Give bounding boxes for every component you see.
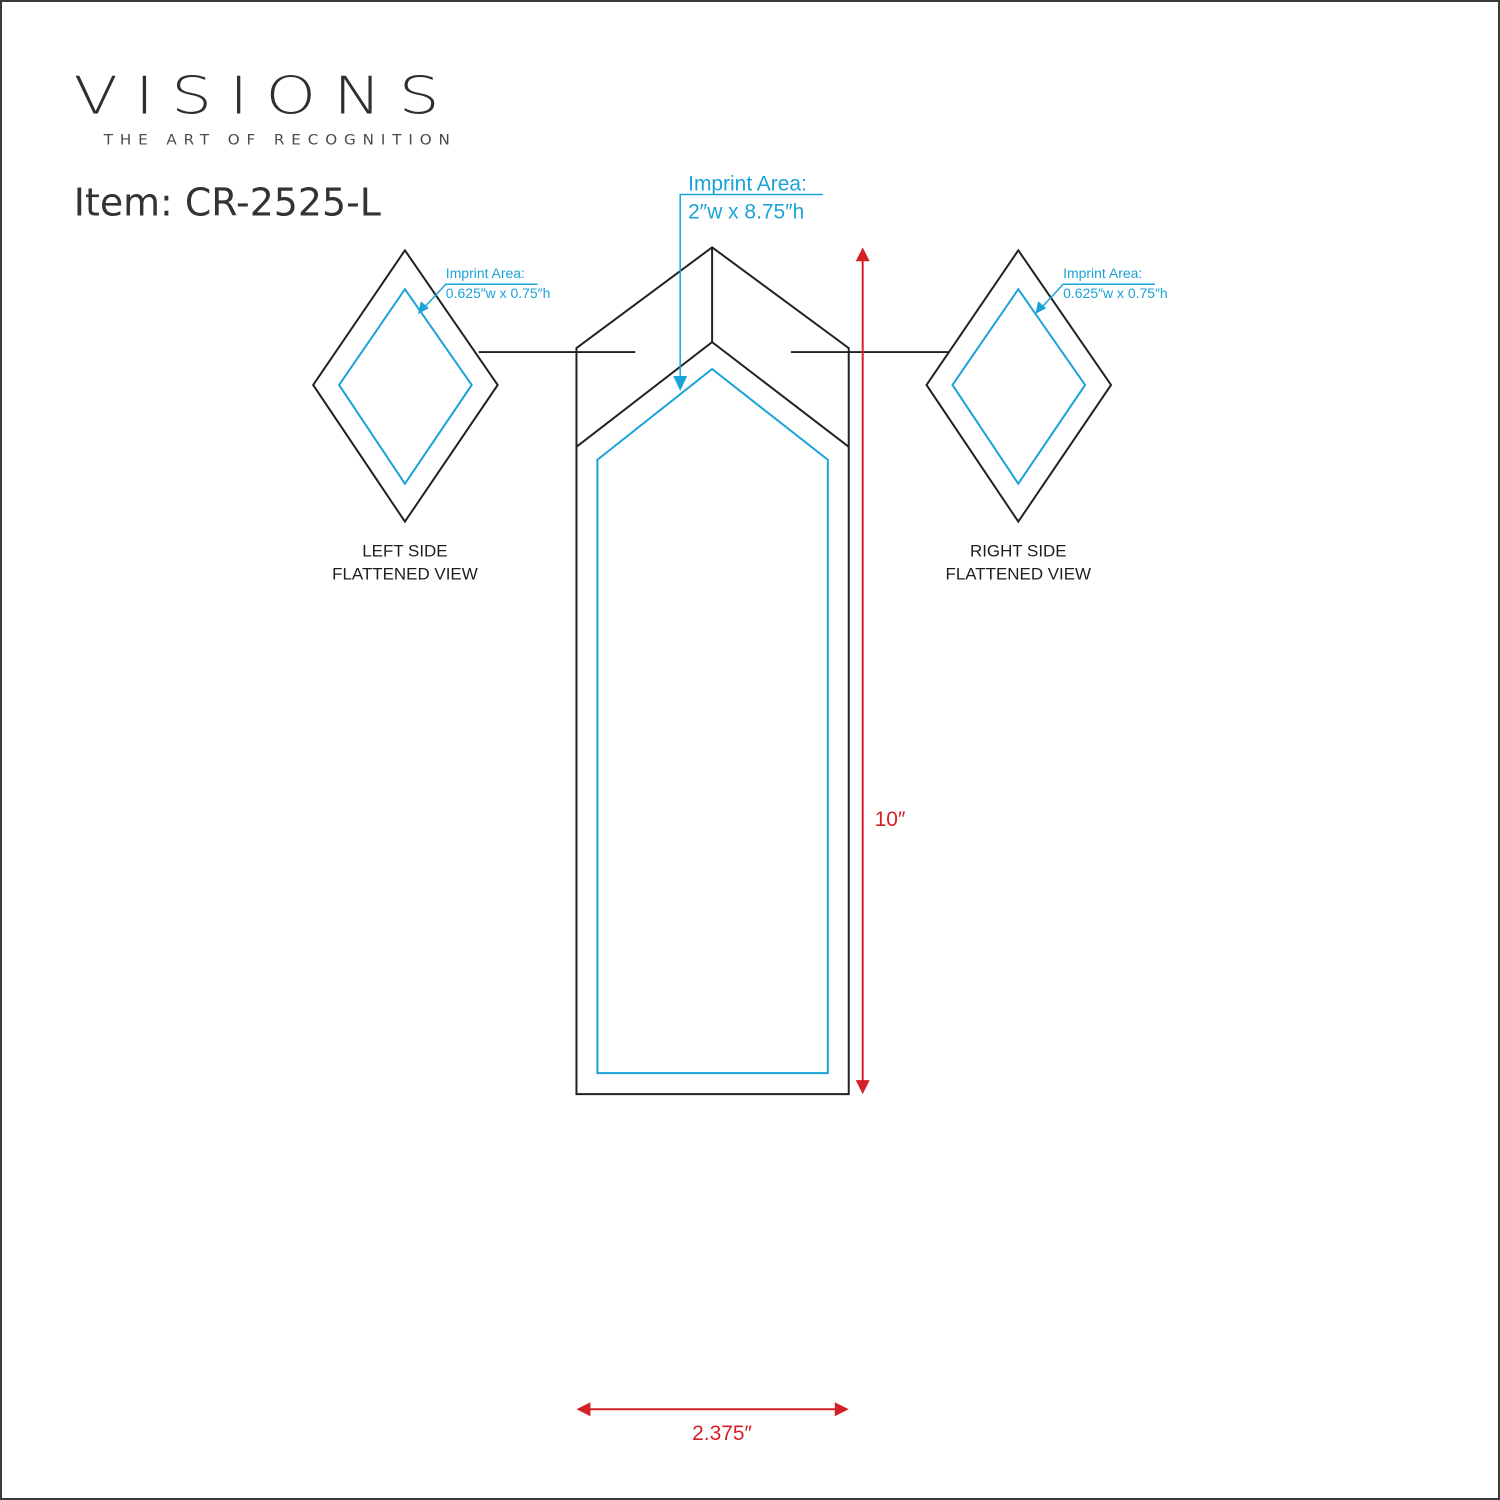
- height-arrow-bottom: [855, 1080, 870, 1095]
- front-imprint-title: Imprint Area:: [688, 172, 807, 195]
- front-imprint-size: 2″w x 8.75″h: [688, 200, 804, 223]
- left-side-imprint-area: [337, 287, 473, 486]
- front-bevel-edge: [575, 340, 850, 448]
- left-side-leader: [421, 283, 538, 311]
- front-view: Imprint Area: 2″w x 8.75″h: [575, 172, 850, 1096]
- right-side-view-label: RIGHT SIDE: [970, 542, 1067, 561]
- front-leader: [679, 193, 823, 381]
- front-imprint-area: [596, 367, 829, 1075]
- left-side-view: Imprint Area: 0.625″w x 0.75″h LEFT SIDE…: [311, 248, 551, 583]
- right-side-view: Imprint Area: 0.625″w x 0.75″h RIGHT SID…: [925, 248, 1168, 583]
- brand-logo: VISIONS: [74, 67, 457, 127]
- right-side-outline: [925, 248, 1113, 524]
- right-side-leader: [1038, 283, 1155, 311]
- right-side-leader-arrowhead: [1035, 301, 1047, 315]
- right-side-view-sublabel: FLATTENED VIEW: [946, 564, 1092, 583]
- height-dimension: 10″: [855, 247, 906, 1095]
- width-arrow-left: [576, 1402, 591, 1417]
- left-side-leader-arrowhead: [417, 301, 429, 315]
- width-label: 2.375″: [692, 1422, 752, 1445]
- left-side-view-sublabel: FLATTENED VIEW: [332, 564, 478, 583]
- height-label: 10″: [875, 808, 906, 831]
- front-leader-arrowhead: [673, 376, 688, 391]
- item-title: Item: CR-2525-L: [74, 180, 381, 224]
- right-side-imprint-size: 0.625″w x 0.75″h: [1063, 285, 1168, 301]
- right-side-imprint-area: [951, 287, 1087, 486]
- width-arrow-right: [834, 1402, 849, 1417]
- brand-tagline: THE ART OF RECOGNITION: [103, 133, 457, 149]
- height-arrow-top: [855, 247, 870, 262]
- left-side-outline: [311, 248, 499, 524]
- right-side-imprint-title: Imprint Area:: [1063, 265, 1142, 281]
- width-dimension: 2.375″: [576, 1402, 849, 1445]
- front-outline: [575, 246, 850, 1096]
- left-side-view-label: LEFT SIDE: [362, 542, 447, 561]
- left-side-imprint-size: 0.625″w x 0.75″h: [446, 285, 551, 301]
- left-side-imprint-title: Imprint Area:: [446, 265, 525, 281]
